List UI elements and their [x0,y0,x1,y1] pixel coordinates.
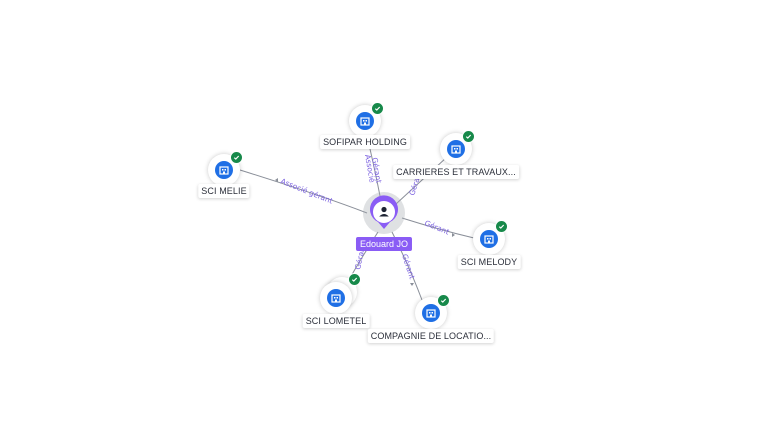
verified-check-icon [495,220,508,233]
company-icon [451,145,461,154]
edge-arrow-compagnie [410,283,414,286]
company-label-compagnie[interactable]: COMPAGNIE DE LOCATIO... [367,329,495,343]
company-icon [484,235,494,244]
company-node-sofipar[interactable] [349,102,384,137]
verified-check-icon [348,273,361,286]
company-label-sci-melody[interactable]: SCI MELODY [457,255,521,269]
company-label-sofipar[interactable]: SOFIPAR HOLDING [320,135,410,149]
verified-check-icon [462,130,475,143]
edge-arrow-melie [275,178,278,182]
company-node-compagnie[interactable] [415,294,450,329]
edge-melody [401,217,475,239]
verified-check-icon [371,102,384,115]
company-icon [360,117,370,126]
edge-label-sofipar-gerant: Gérant [370,157,383,184]
company-icon [426,309,436,318]
center-person-node[interactable] [366,195,402,231]
company-icon [219,166,229,175]
company-icon [331,294,341,303]
company-node-sci-lometel[interactable] [320,273,361,314]
edge-label-melody-gerant: Gérant [423,219,450,237]
company-node-sci-melody[interactable] [473,220,508,255]
edge-label-melie-associe-gerant: Associé gérant [279,177,334,206]
company-label-sci-melie[interactable]: SCI MELIE [198,184,250,198]
edge-arrow-melody [452,233,455,237]
person-icon [370,195,398,229]
edge-label-compagnie-gerant: Gérant [400,253,417,280]
center-node-label[interactable]: Edouard JO [355,237,413,251]
company-node-carrieres[interactable] [440,130,475,165]
verified-check-icon [437,294,450,307]
edge-carrieres [395,156,448,205]
company-label-carrieres[interactable]: CARRIERES ET TRAVAUX... [393,165,519,179]
verified-check-icon [230,151,243,164]
company-label-sci-lometel[interactable]: SCI LOMETEL [302,314,370,328]
company-node-sci-melie[interactable] [208,151,243,186]
edge-melie [239,169,368,214]
